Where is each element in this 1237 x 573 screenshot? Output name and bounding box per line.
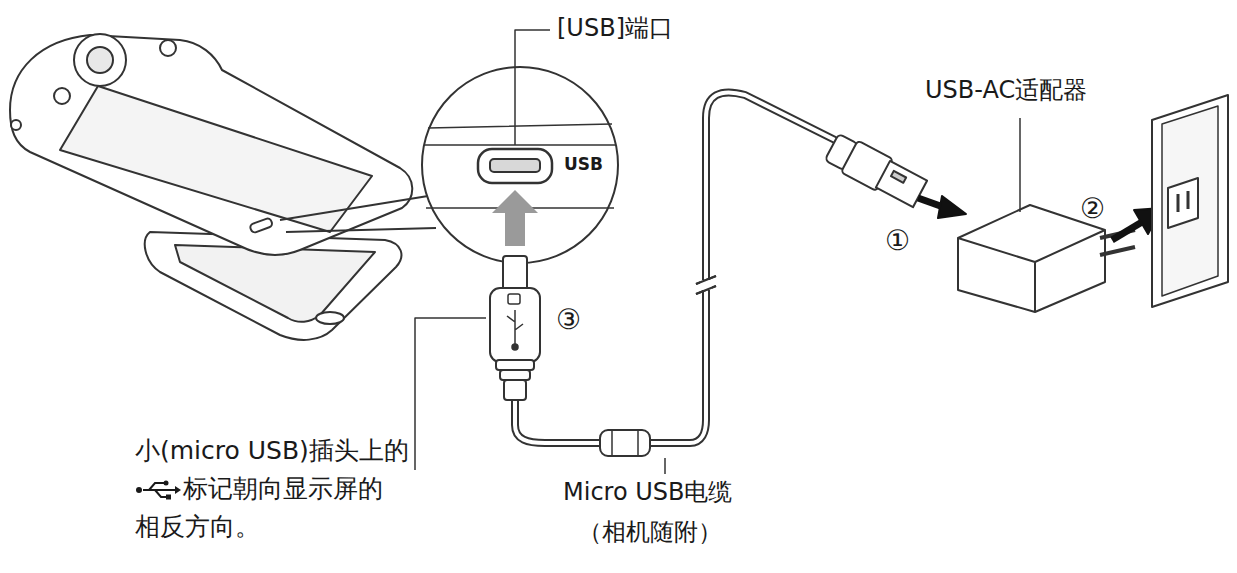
cable: [515, 92, 835, 443]
micro-usb-tip: [503, 256, 527, 290]
usb-port-socket: [478, 149, 552, 183]
magnifier: [422, 67, 618, 263]
cable-break: [696, 276, 716, 294]
note-text: 小(micro USB)插头上的: [135, 436, 409, 465]
camera-button: [160, 40, 176, 56]
wall-outlet: [1168, 178, 1198, 228]
leader-line: [664, 458, 666, 474]
note: 小(micro USB)插头上的 标记朝向显示屏的相反方向。: [135, 432, 397, 546]
usb-mark: [507, 294, 523, 350]
camera-button: [54, 88, 70, 104]
leader-line: [415, 318, 486, 470]
port-marking: USB: [564, 154, 603, 174]
camera-hinge: [316, 312, 344, 324]
callout-number: ②: [1080, 192, 1105, 226]
camera-button: [11, 120, 21, 130]
leader-line: [515, 30, 550, 145]
connect-arrow: [1112, 222, 1142, 240]
part-label: Micro USB电缆: [563, 478, 733, 507]
callout-number: ①: [885, 224, 910, 258]
camera-lens-inner: [87, 47, 113, 73]
camera-lens: [74, 34, 126, 86]
camera-screen-frame: [175, 245, 375, 322]
camera-body: [10, 35, 412, 255]
part-label: USB-AC适配器: [925, 76, 1087, 105]
part-label: [USB]端口: [557, 14, 673, 43]
usb-symbol: [135, 479, 181, 501]
note-text: 标记朝向显示屏的相反方向。: [135, 474, 383, 541]
magnifier-leader: [280, 196, 436, 232]
wall-plate: [1152, 95, 1228, 307]
leader-line: [1019, 118, 1021, 212]
callout-number: ③: [556, 303, 581, 337]
camera-panel: [60, 86, 372, 232]
cable: [515, 92, 835, 443]
ferrite-core: [600, 430, 650, 456]
insert-arrow: [505, 210, 525, 246]
insert-arrow: [492, 190, 538, 213]
part-label: （相机随附）: [578, 518, 722, 547]
micro-usb-plug: [490, 288, 540, 362]
usb-a-plug: [823, 131, 928, 210]
usb-port-inner: [490, 159, 540, 172]
camera-usb-port: [249, 217, 273, 233]
